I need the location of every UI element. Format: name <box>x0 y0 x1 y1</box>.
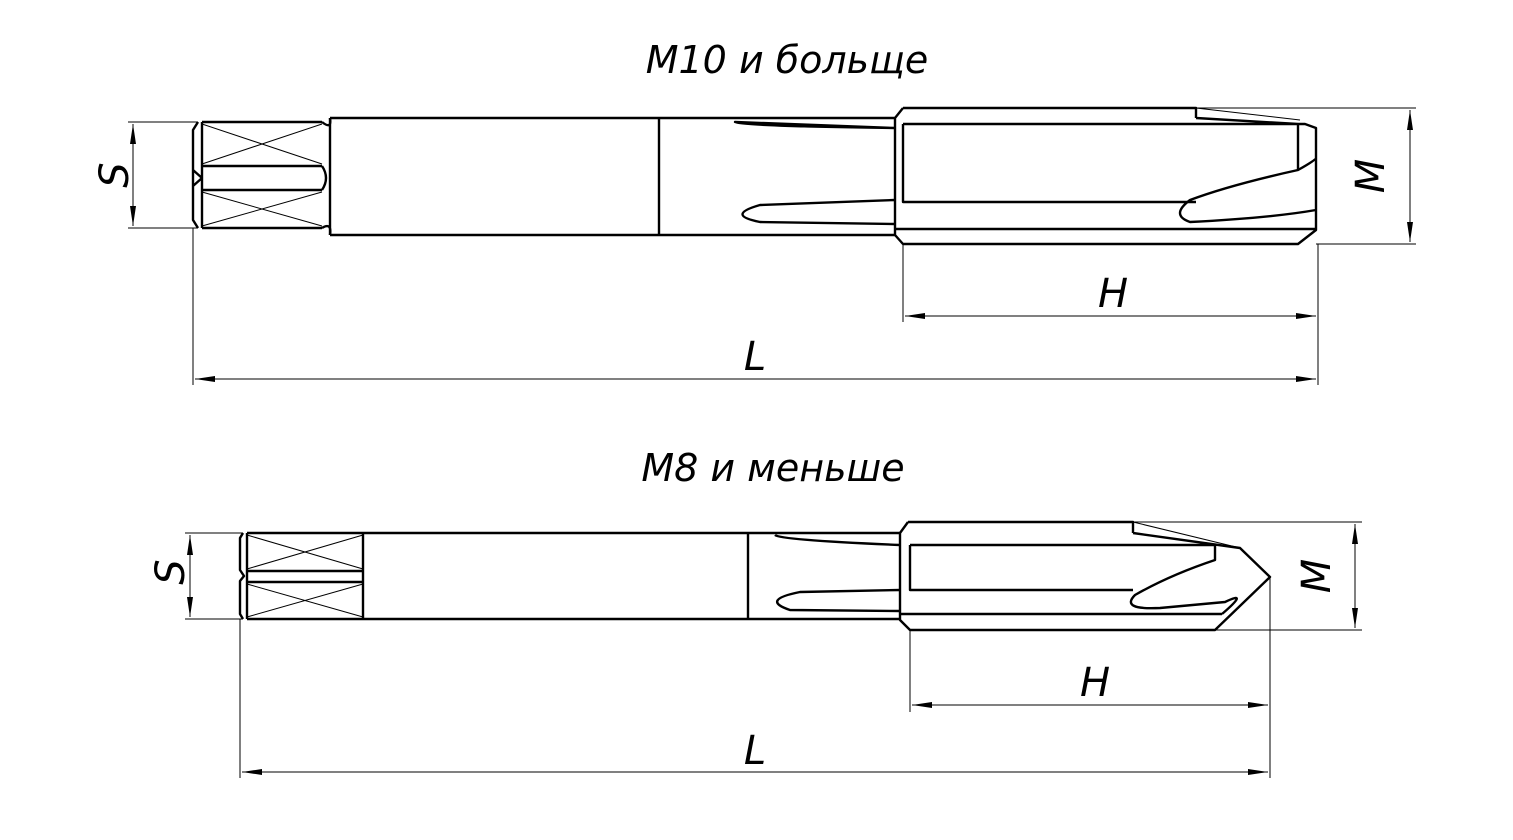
dimension-h-large: H <box>902 244 1319 385</box>
label-s-small: S <box>148 559 194 584</box>
dimension-m-large: M <box>1196 107 1416 245</box>
dimension-m-small: M <box>1133 521 1362 631</box>
shank-small <box>363 531 901 621</box>
thread-section-large <box>893 106 1318 246</box>
thread-section-small <box>898 520 1272 632</box>
dimension-h-small: H <box>909 577 1271 778</box>
shank-large <box>328 116 896 237</box>
tap-large-view: M10 и больще S M H <box>92 38 1416 385</box>
dimension-l-small: L <box>239 619 1268 778</box>
square-drive-small <box>238 531 365 621</box>
label-h-large: H <box>1098 271 1128 317</box>
dimension-s-large: S <box>92 121 198 229</box>
title-small: M8 и меньше <box>641 446 904 490</box>
label-m-small: M <box>1294 559 1340 594</box>
dimension-s-small: S <box>148 532 243 620</box>
square-drive-large <box>191 117 332 236</box>
title-large: M10 и больще <box>646 38 929 82</box>
tap-small-view: M8 и меньше S M H <box>148 446 1362 778</box>
label-m-large: M <box>1348 159 1394 194</box>
dimension-l-large: L <box>192 228 1316 385</box>
label-h-small: H <box>1080 660 1110 706</box>
label-l-small: L <box>744 728 766 774</box>
label-l-large: L <box>744 334 766 380</box>
label-s-large: S <box>92 162 138 187</box>
